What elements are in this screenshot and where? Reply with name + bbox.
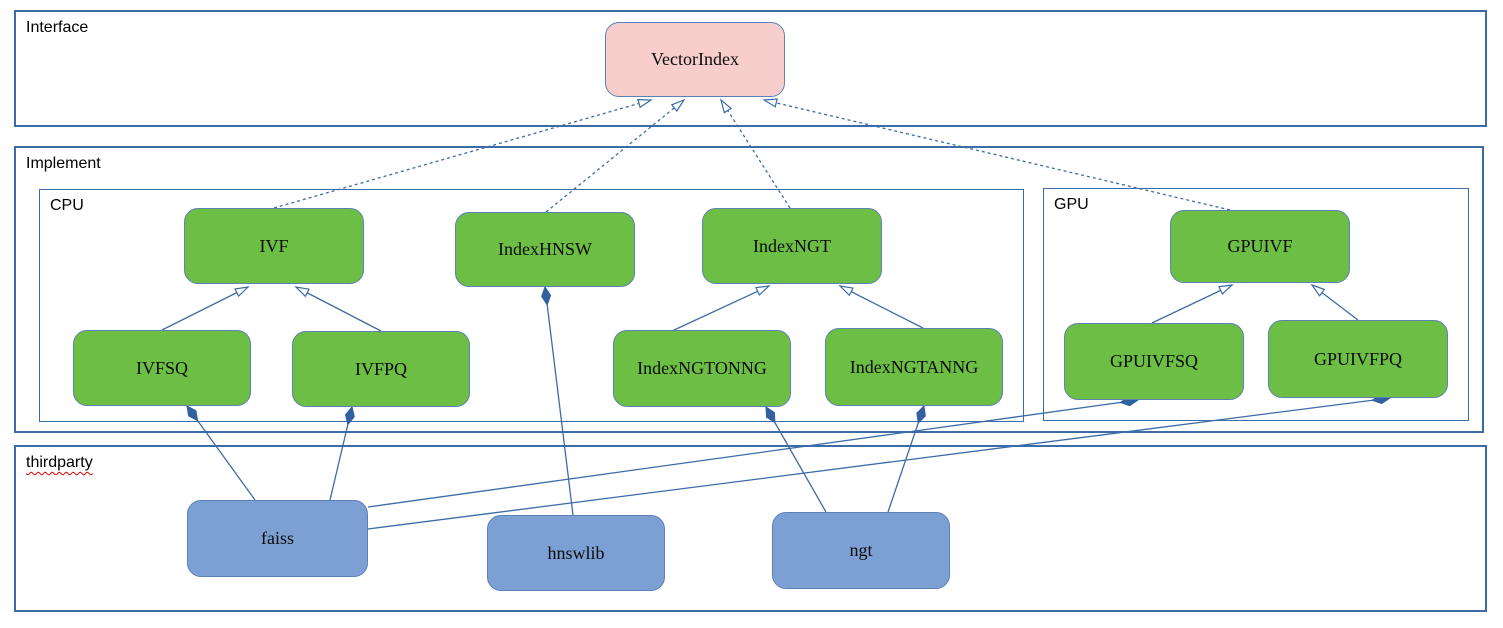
- edge-gpuivfsq-to-gpuivf[interactable]: [1151, 284, 1234, 324]
- node-hnswlib-label: hnswlib: [547, 542, 605, 563]
- node-gpuivf-label: GPUIVF: [1227, 236, 1293, 256]
- node-vectorindex-label: VectorIndex: [651, 49, 739, 69]
- node-indexngtonng-label: IndexNGTONNG: [637, 358, 767, 378]
- edge-indexngt-to-vectorindex[interactable]: [719, 98, 791, 209]
- thirdparty-container[interactable]: thirdparty: [14, 445, 1487, 612]
- node-indexngt-label: IndexNGT: [753, 235, 831, 256]
- cpu-label: CPU: [50, 197, 84, 214]
- gpu-container[interactable]: GPU: [1043, 188, 1469, 421]
- node-indexngt[interactable]: IndexNGT: [702, 208, 882, 284]
- node-ivf[interactable]: IVF: [184, 208, 364, 284]
- node-ivfpq[interactable]: IVFPQ: [292, 331, 470, 407]
- node-gpuivf[interactable]: GPUIVF: [1170, 210, 1350, 283]
- node-ivf-label: IVF: [259, 235, 289, 256]
- edge-indexngtanng-to-indexngt[interactable]: [838, 285, 924, 329]
- edge-ngt-to-indexngtonng[interactable]: [765, 407, 827, 513]
- edge-hnswlib-to-indexhnsw[interactable]: [545, 287, 574, 516]
- node-indexngtanng[interactable]: IndexNGTANNG: [825, 328, 1003, 406]
- edge-ivfsq-to-ivf[interactable]: [161, 286, 250, 331]
- edge-ivfpq-to-ivf[interactable]: [294, 286, 382, 332]
- node-vectorindex[interactable]: VectorIndex: [605, 22, 785, 97]
- edge-faiss-to-gpuivfsq[interactable]: [367, 400, 1138, 508]
- node-ivfsq-label: IVFSQ: [135, 357, 188, 378]
- node-indexngtanng-label: IndexNGTANNG: [849, 356, 979, 377]
- cpu-container[interactable]: CPU: [39, 189, 1024, 422]
- node-gpuivfsq[interactable]: GPUIVFSQ: [1064, 323, 1244, 400]
- implement-label: Implement: [26, 155, 101, 172]
- edge-gpuivfpq-to-gpuivf[interactable]: [1310, 283, 1359, 321]
- gpu-label: GPU: [1054, 196, 1089, 213]
- edge-faiss-to-ivfpq[interactable]: [329, 407, 352, 501]
- edge-gpuivf-to-vectorindex[interactable]: [762, 98, 1231, 211]
- node-indexhnsw-label: IndexHNSW: [498, 239, 592, 259]
- node-faiss[interactable]: faiss: [187, 500, 368, 577]
- node-indexhnsw[interactable]: IndexHNSW: [455, 212, 635, 287]
- implement-container[interactable]: Implement: [14, 146, 1484, 433]
- edge-faiss-to-ivfsq[interactable]: [187, 406, 256, 501]
- edge-ivf-to-vectorindex[interactable]: [273, 98, 653, 209]
- node-gpuivfpq[interactable]: GPUIVFPQ: [1268, 320, 1448, 398]
- node-faiss-label: faiss: [261, 528, 294, 548]
- node-gpuivfsq-label: GPUIVFSQ: [1109, 351, 1199, 371]
- node-ngt[interactable]: ngt: [772, 512, 950, 589]
- node-ivfsq[interactable]: IVFSQ: [73, 330, 251, 406]
- node-gpuivfpq-label: GPUIVFPQ: [1313, 348, 1403, 369]
- edge-indexngtonng-to-indexngt[interactable]: [671, 285, 771, 332]
- thirdparty-label: thirdparty: [26, 454, 93, 471]
- node-indexngtonng[interactable]: IndexNGTONNG: [613, 330, 791, 407]
- interface-label: Interface: [26, 19, 89, 36]
- node-hnswlib[interactable]: hnswlib: [487, 515, 665, 591]
- edge-indexhnsw-to-vectorindex[interactable]: [545, 98, 686, 213]
- interface-container[interactable]: Interface: [14, 10, 1487, 127]
- node-ngt-label: ngt: [849, 540, 873, 560]
- edge-ngt-to-indexngtanng[interactable]: [887, 406, 924, 513]
- edge-faiss-to-gpuivfpq[interactable]: [367, 398, 1390, 530]
- node-ivfpq-label: IVFPQ: [354, 358, 407, 379]
